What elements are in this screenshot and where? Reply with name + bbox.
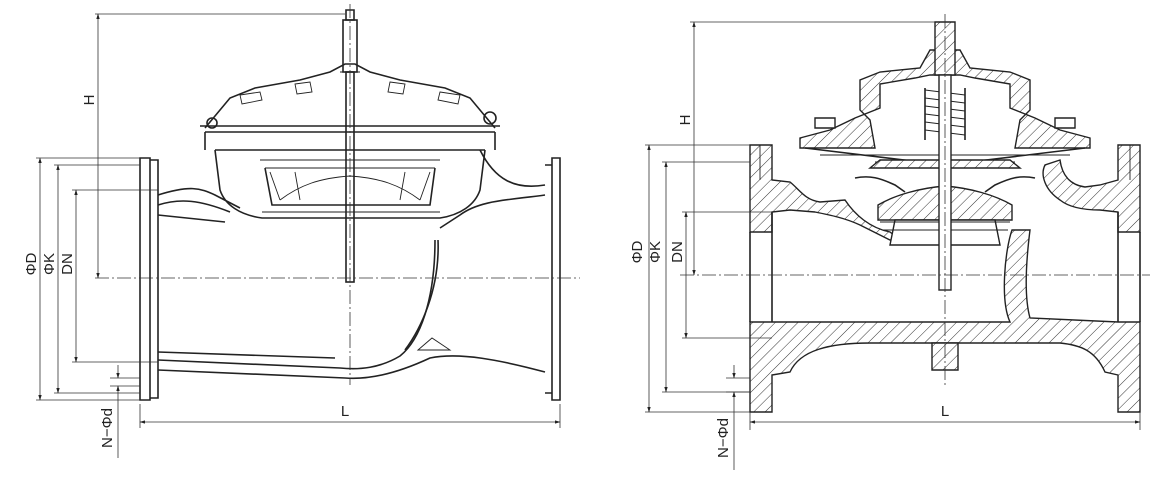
right-label-D: ΦD <box>629 240 646 263</box>
right-dimensions <box>645 21 1141 470</box>
left-label-D: ΦD <box>23 252 40 275</box>
left-dimensions <box>36 13 561 458</box>
right-valve-body <box>749 144 1141 413</box>
left-label-K: ΦK <box>41 253 58 275</box>
right-label-Nd: N−Φd <box>715 418 732 458</box>
left-valve-body <box>139 149 561 401</box>
right-valve-drawing: H ΦD ΦK DN L N−Φd <box>629 14 1150 470</box>
left-label-H: H <box>81 95 98 106</box>
left-valve-drawing: H ΦD ΦK DN L N−Φd <box>23 4 580 458</box>
left-label-DN: DN <box>59 253 76 275</box>
left-label-L: L <box>341 403 349 420</box>
right-label-K: ΦK <box>647 241 664 263</box>
right-label-DN: DN <box>669 241 686 263</box>
right-label-L: L <box>941 403 949 420</box>
left-label-Nd: N−Φd <box>99 408 116 448</box>
right-label-H: H <box>677 115 694 126</box>
